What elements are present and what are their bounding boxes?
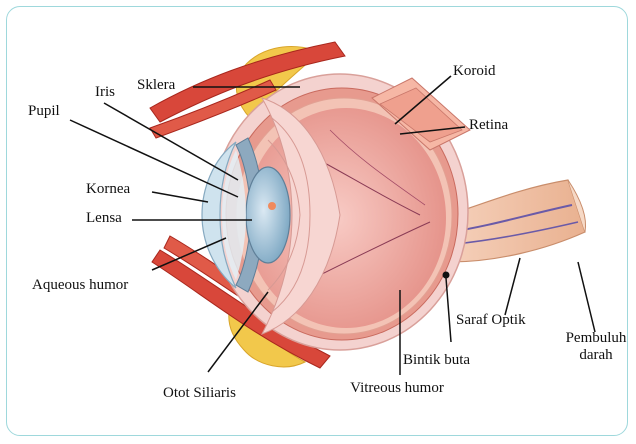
blind-spot-marker: [443, 272, 450, 279]
label-lensa: Lensa: [86, 210, 122, 227]
label-pembuluh-darah: Pembuluh darah: [556, 330, 636, 365]
label-kornea: Kornea: [86, 181, 130, 198]
leader-bintik-buta: [446, 278, 451, 342]
label-koroid: Koroid: [453, 63, 496, 80]
label-iris: Iris: [95, 84, 115, 101]
label-vitreous-humor: Vitreous humor: [348, 380, 446, 397]
label-aqueous-humor: Aqueous humor: [32, 277, 128, 294]
lens: [246, 167, 290, 263]
leader-kornea: [152, 192, 208, 202]
label-otot-siliaris: Otot Siliaris: [163, 385, 236, 402]
label-retina: Retina: [469, 117, 508, 134]
label-sklera: Sklera: [137, 77, 175, 94]
label-saraf-optik: Saraf Optik: [456, 312, 526, 329]
label-bintik-buta: Bintik buta: [403, 352, 470, 369]
leader-saraf-optik: [505, 258, 520, 315]
leader-pembuluh-darah: [578, 262, 595, 332]
label-pupil: Pupil: [28, 103, 60, 120]
